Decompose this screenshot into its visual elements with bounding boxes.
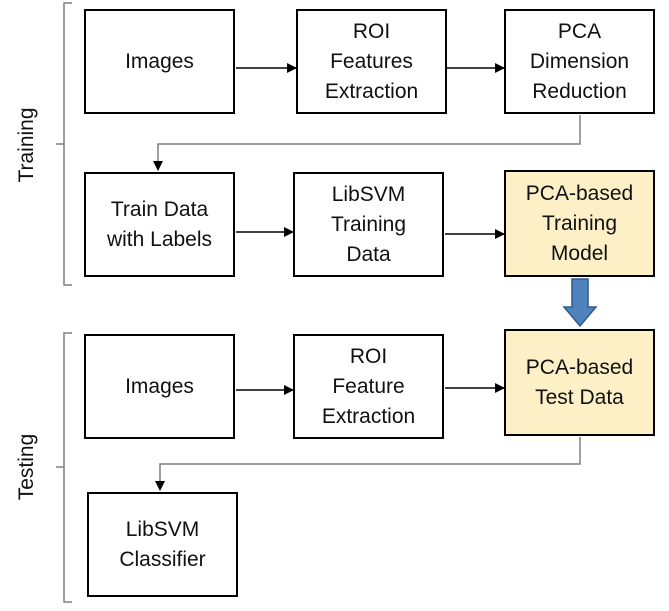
libsvm-training-label: LibSVM Training Data — [330, 182, 407, 266]
training-images-label: Images — [125, 49, 194, 73]
arrow-test-to-classifier — [155, 437, 581, 491]
training-label: Training — [15, 107, 38, 183]
training-roi-box: ROI Features Extraction — [296, 9, 447, 114]
pca-test-data-label: PCA-based Test Data — [525, 355, 634, 409]
testing-roi-box: ROI Feature Extraction — [293, 334, 444, 439]
model-to-test-arrow — [562, 278, 598, 328]
pca-test-data-box: PCA-based Test Data — [504, 329, 655, 436]
training-images-box: Images — [84, 9, 235, 114]
pca-training-model-label: PCA-based Training Model — [525, 181, 634, 265]
testing-roi-label: ROI Feature Extraction — [321, 344, 416, 428]
pca-training-model-box: PCA-based Training Model — [504, 170, 655, 277]
testing-bracket — [56, 332, 72, 603]
training-bracket — [56, 2, 72, 286]
training-pca-box: PCA Dimension Reduction — [504, 9, 655, 114]
libsvm-classifier-label: LibSVM Classifier — [119, 517, 206, 571]
training-pca-label: PCA Dimension Reduction — [529, 19, 630, 103]
libsvm-training-box: LibSVM Training Data — [293, 172, 444, 277]
training-roi-label: ROI Features Extraction — [324, 19, 419, 103]
testing-images-box: Images — [84, 334, 235, 439]
testing-images-label: Images — [125, 374, 194, 398]
train-data-labels-box: Train Data with Labels — [84, 172, 235, 277]
libsvm-classifier-box: LibSVM Classifier — [87, 492, 238, 597]
train-data-labels-label: Train Data with Labels — [106, 197, 213, 251]
testing-label: Testing — [15, 433, 38, 501]
arrow-pca-to-labels — [153, 115, 581, 171]
